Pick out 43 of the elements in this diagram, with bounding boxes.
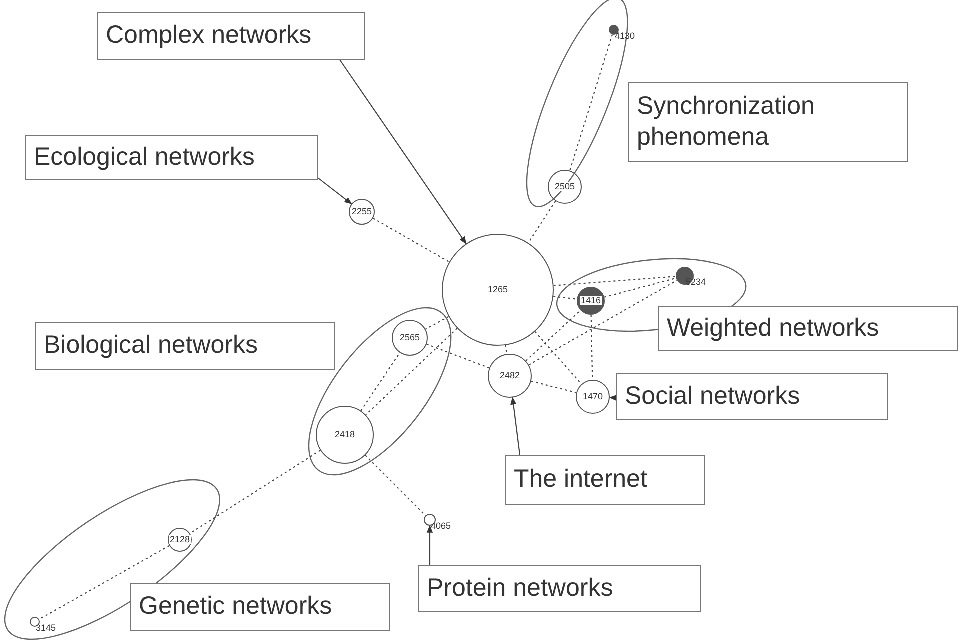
leader-arrow	[510, 397, 521, 456]
dotted-link	[604, 278, 676, 298]
dotted-link	[554, 296, 578, 300]
dotted-link	[505, 345, 508, 354]
node-number: 2505	[554, 182, 576, 192]
label-box: Complex networks	[97, 12, 365, 60]
leader-arrow	[609, 394, 618, 402]
dotted-link	[528, 280, 678, 366]
node-number: 1265	[486, 286, 510, 294]
label-box: Ecological networks	[25, 135, 318, 180]
node-number: 4065	[431, 522, 452, 531]
dotted-link	[528, 200, 556, 244]
dotted-link	[426, 344, 490, 369]
dotted-link	[526, 310, 582, 362]
dotted-link	[570, 34, 614, 171]
dotted-link	[426, 316, 450, 330]
node-number: 2565	[398, 333, 421, 342]
label-box: Genetic networks	[130, 583, 390, 631]
dotted-link	[366, 328, 458, 416]
node-number: 2255	[350, 208, 374, 216]
dotted-link	[554, 276, 676, 286]
label-box: Protein networks	[418, 565, 701, 612]
dotted-link	[190, 450, 321, 534]
node-number: 1470	[582, 392, 604, 402]
label-box: The internet	[505, 455, 705, 505]
label-box: Weighted networks	[658, 306, 958, 351]
label-box: Biological networks	[35, 322, 335, 370]
leader-arrow	[318, 178, 352, 205]
leader-arrow	[426, 525, 434, 565]
node-number: 2128	[168, 535, 191, 544]
dotted-link	[39, 545, 170, 620]
dotted-link	[373, 218, 450, 263]
node-number: 2418	[334, 430, 356, 440]
label-box: Synchronization phenomena	[628, 82, 908, 162]
node-number: 1416	[580, 296, 602, 306]
label-box: Social networks	[616, 373, 888, 420]
dotted-link	[360, 352, 400, 412]
dotted-link	[531, 380, 577, 394]
node-number: 2482	[498, 372, 522, 380]
node-number: 3145	[36, 624, 56, 633]
dotted-link	[534, 332, 582, 385]
dotted-link	[365, 455, 426, 516]
leader-arrow	[340, 60, 467, 244]
